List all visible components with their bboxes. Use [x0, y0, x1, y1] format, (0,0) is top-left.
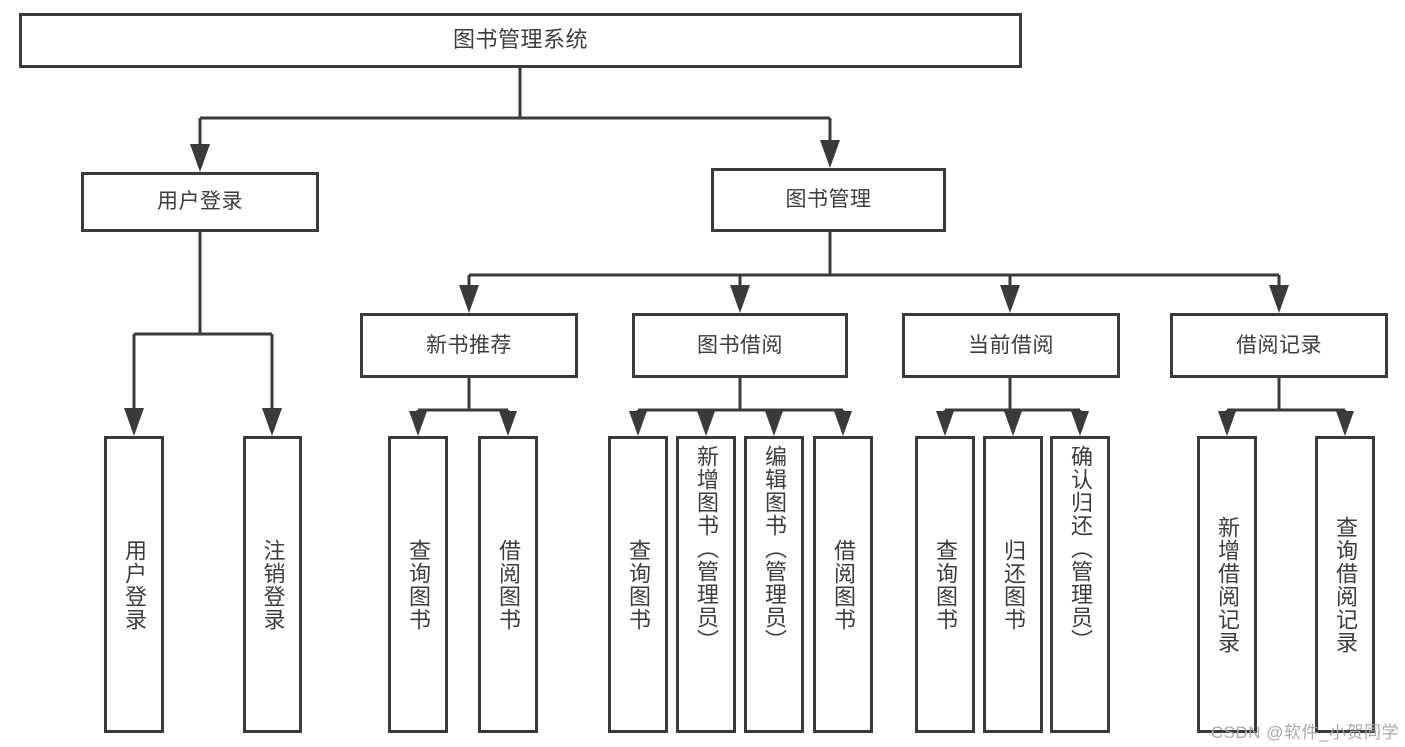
arrow-to-borrow-record [1269, 285, 1289, 313]
node-current-borrow[interactable]: 当前借阅 [902, 313, 1120, 378]
arrow-leaf-query-book-1 [409, 411, 427, 436]
node-new-book-recommend[interactable]: 新书推荐 [360, 313, 578, 378]
node-book-management[interactable]: 图书管理 [711, 168, 946, 232]
node-book-borrow-label: 图书借阅 [697, 333, 783, 357]
node-borrow-record-label: 借阅记录 [1236, 333, 1322, 357]
leaf-add-book-label: 新增图书（管理员） [694, 445, 719, 652]
leaf-confirm-return[interactable]: 确认归还（管理员） [1050, 436, 1110, 733]
leaf-user-login[interactable]: 用户登录 [104, 436, 164, 733]
leaf-user-login-label: 用户登录 [122, 538, 147, 631]
watermark-credit: CSDN @软件_小贺同学 [1210, 723, 1399, 742]
leaf-borrow-book-2[interactable]: 借阅图书 [813, 436, 873, 733]
leaf-confirm-return-label: 确认归还（管理员） [1068, 445, 1093, 652]
arrow-to-book-borrow [730, 285, 750, 313]
leaf-query-book-2-label: 查询图书 [626, 538, 651, 631]
node-current-borrow-label: 当前借阅 [968, 333, 1054, 357]
node-book-borrow[interactable]: 图书借阅 [632, 313, 848, 378]
leaf-logout-login[interactable]: 注销登录 [243, 436, 302, 733]
node-user-login[interactable]: 用户登录 [81, 172, 319, 232]
node-borrow-record[interactable]: 借阅记录 [1170, 313, 1388, 378]
arrow-leaf-query-record [1336, 411, 1354, 436]
leaf-add-record[interactable]: 新增借阅记录 [1197, 436, 1257, 733]
leaf-return-book-label: 归还图书 [1001, 538, 1026, 631]
leaf-borrow-book-1[interactable]: 借阅图书 [478, 436, 538, 733]
arrow-leaf-logout-login [262, 408, 282, 436]
leaf-add-record-label: 新增借阅记录 [1215, 515, 1240, 654]
arrow-leaf-confirm-return [1071, 411, 1089, 436]
node-user-login-label: 用户登录 [157, 190, 243, 214]
arrow-leaf-edit-book [765, 411, 783, 436]
leaf-query-record[interactable]: 查询借阅记录 [1315, 436, 1375, 733]
node-new-book-recommend-label: 新书推荐 [426, 333, 512, 357]
arrow-to-book-management [820, 140, 840, 168]
leaf-borrow-book-1-label: 借阅图书 [496, 538, 521, 631]
arrow-leaf-borrow-book-1 [499, 411, 517, 436]
arrow-leaf-return-book [1004, 411, 1022, 436]
leaf-edit-book[interactable]: 编辑图书（管理员） [744, 436, 804, 733]
arrow-leaf-user-login [124, 408, 144, 436]
leaf-query-book-1-label: 查询图书 [406, 538, 431, 631]
leaf-query-book-3-label: 查询图书 [933, 538, 958, 631]
arrow-leaf-query-book-3 [936, 411, 954, 436]
leaf-query-book-3[interactable]: 查询图书 [915, 436, 975, 733]
arrow-leaf-add-book [697, 411, 715, 436]
arrow-leaf-query-book-2 [629, 411, 647, 436]
leaf-add-book[interactable]: 新增图书（管理员） [676, 436, 736, 733]
arrow-leaf-borrow-book-2 [834, 411, 852, 436]
leaf-query-book-1[interactable]: 查询图书 [388, 436, 448, 733]
leaf-return-book[interactable]: 归还图书 [983, 436, 1043, 733]
node-root-system-label: 图书管理系统 [452, 27, 588, 53]
leaf-query-book-2[interactable]: 查询图书 [608, 436, 668, 733]
arrow-to-current-borrow [1000, 285, 1020, 313]
leaf-borrow-book-2-label: 借阅图书 [831, 538, 856, 631]
node-root-system[interactable]: 图书管理系统 [19, 13, 1022, 68]
leaf-logout-login-label: 注销登录 [260, 538, 286, 631]
arrow-to-new-book-recommend [459, 285, 479, 313]
arrow-to-user-login [190, 144, 210, 172]
arrow-leaf-add-record [1218, 411, 1236, 436]
node-book-management-label: 图书管理 [785, 188, 872, 212]
leaf-edit-book-label: 编辑图书（管理员） [762, 445, 787, 652]
leaf-query-record-label: 查询借阅记录 [1333, 515, 1358, 654]
